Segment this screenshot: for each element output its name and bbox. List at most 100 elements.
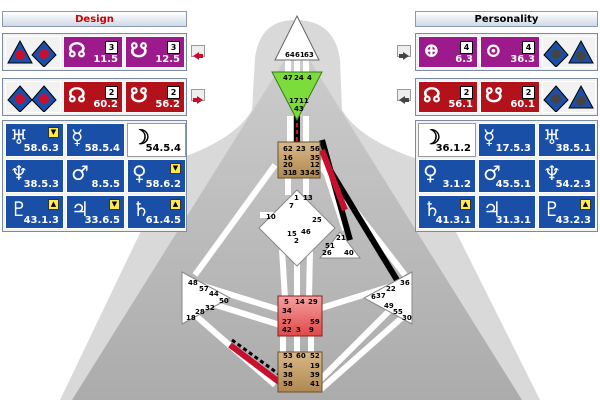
gate-label: 11 <box>299 97 309 105</box>
planet-cell[interactable]: ♄▲41.3.1 <box>418 195 476 229</box>
personality-node-icon-cell[interactable] <box>542 36 596 68</box>
planet-value: 8.5.5 <box>91 179 120 190</box>
personality-node-cell[interactable]: ⊙ 4 36.3 <box>480 36 540 68</box>
planet-value: 58.6.2 <box>145 179 181 190</box>
planet-icon: ♆ <box>10 161 28 185</box>
node-icon: ⊕ <box>423 38 440 62</box>
planet-value: 38.5.1 <box>555 143 591 154</box>
gate-label: 24 <box>294 74 304 82</box>
gate-label: 55 <box>393 308 403 316</box>
planet-cell[interactable]: ♀ ▼ 58.6.2 <box>127 159 186 193</box>
planet-cell[interactable]: ♅▼58.6.3 <box>5 123 64 157</box>
planet-cell[interactable]: ☽54.5.4 <box>127 123 186 157</box>
node-value: 36.3 <box>510 54 535 65</box>
planet-cell[interactable]: ☽36.1.2 <box>418 123 476 157</box>
planet-cell[interactable]: ♆54.2.3 <box>538 159 596 193</box>
planet-cell[interactable]: ☿17.5.3 <box>478 123 536 157</box>
gate-label: 53 <box>283 352 293 360</box>
design-node-icon-cell[interactable] <box>5 36 61 68</box>
line-badge: 2 <box>522 86 535 99</box>
heart-center[interactable] <box>318 231 362 259</box>
planet-value: 41.3.1 <box>435 215 471 226</box>
personality-arrow-left-icon[interactable] <box>397 89 411 104</box>
planet-value: 54.5.4 <box>145 143 181 154</box>
gate-label: 63 <box>304 51 314 59</box>
design-node-cell[interactable]: ☊ 3 11.5 <box>63 36 123 68</box>
planet-cell[interactable]: ♅38.5.1 <box>538 123 596 157</box>
gate-label: 57 <box>199 285 209 293</box>
node-icon: ☊ <box>423 83 441 107</box>
planet-cell[interactable]: ♃31.3.1 <box>478 195 536 229</box>
personality-node-cell[interactable]: ☊ 2 56.1 <box>418 81 478 113</box>
gate-label: 9 <box>309 326 314 334</box>
planet-cell[interactable]: ♀3.1.2 <box>418 159 476 193</box>
line-badge: 3 <box>167 41 180 54</box>
planet-cell[interactable]: ♂8.5.5 <box>66 159 125 193</box>
gate-label: 32 <box>205 304 215 312</box>
personality-arrow-right-icon[interactable] <box>397 45 411 60</box>
design-node-cell[interactable]: ☊ 2 60.2 <box>63 81 123 113</box>
gate-label: 59 <box>310 318 320 326</box>
personality-node-icon-cell[interactable] <box>542 81 596 113</box>
gate-label: 14 <box>295 298 305 306</box>
planet-cell[interactable]: ♃▼33.6.5 <box>66 195 125 229</box>
planet-value: 45.5.1 <box>495 179 531 190</box>
planet-icon: ☽ <box>132 125 150 149</box>
gate-label: 23 <box>296 145 306 153</box>
gate-label: 52 <box>310 352 320 360</box>
gate-label: 7 <box>289 202 294 210</box>
planet-cell[interactable]: ☿58.5.4 <box>66 123 125 157</box>
planet-cell[interactable]: ♇▲43.2.3 <box>538 195 596 229</box>
planet-icon: ♀ <box>132 161 147 185</box>
head-center[interactable] <box>274 14 320 61</box>
gate-label: 20 <box>283 161 293 169</box>
design-arrow-right-icon[interactable] <box>191 89 205 104</box>
gate-label: 61 <box>295 51 305 59</box>
gate-label: 13 <box>303 194 313 202</box>
gate-label: 46 <box>301 228 311 236</box>
line-badge: 3 <box>105 41 118 54</box>
personality-planets-grid: ☽36.1.2☿17.5.3♅38.5.1 ♀3.1.2♂45.5.1♆54.2.… <box>415 120 598 232</box>
gate-label: 58 <box>283 380 293 388</box>
node-value: 11.5 <box>93 54 118 65</box>
arrow-icon: ▲ <box>170 199 181 210</box>
personality-node-cell[interactable]: ☋ 2 60.1 <box>480 81 540 113</box>
planet-value: 17.5.3 <box>495 143 531 154</box>
planet-cell[interactable]: ♆38.5.3 <box>5 159 64 193</box>
arrow-icon: ▼ <box>170 163 181 174</box>
solar-plexus-center[interactable] <box>362 271 413 325</box>
planet-value: 58.5.4 <box>84 143 120 154</box>
gate-label: 37 <box>376 292 386 300</box>
arrow-icon: ▲ <box>460 199 471 210</box>
spleen-center[interactable] <box>181 271 232 325</box>
planet-cell[interactable]: ♄▲61.4.5 <box>127 195 186 229</box>
design-node-cell[interactable]: ☋ 2 56.2 <box>125 81 185 113</box>
gate-label: 25 <box>312 216 322 224</box>
gate-label: 29 <box>308 298 318 306</box>
root-center[interactable] <box>277 351 323 393</box>
personality-nodes-mid: ☊ 2 56.1 ☋ 2 60.1 <box>415 78 598 116</box>
throat-center[interactable] <box>277 141 321 179</box>
ajna-center[interactable] <box>271 71 323 122</box>
design-node-cell[interactable]: ☋ 3 12.5 <box>125 36 185 68</box>
design-arrow-left-icon[interactable] <box>191 45 205 60</box>
gate-label: 28 <box>195 308 205 316</box>
sacral-center[interactable] <box>277 295 323 337</box>
gate-label: 51 <box>325 242 335 250</box>
gate-label: 10 <box>266 213 276 221</box>
design-node-icon-cell[interactable] <box>5 81 61 113</box>
planet-cell[interactable]: ♇▲43.1.3 <box>5 195 64 229</box>
planet-cell[interactable]: ♂45.5.1 <box>478 159 536 193</box>
personality-node-cell[interactable]: ⊕ 4 6.3 <box>418 36 478 68</box>
planet-value: 31.3.1 <box>495 215 531 226</box>
gate-label: 36 <box>400 279 410 287</box>
gate-label: 26 <box>322 249 332 257</box>
gate-label: 33 <box>300 169 310 177</box>
g-center[interactable] <box>258 189 336 267</box>
line-badge: 2 <box>460 86 473 99</box>
planet-value: 43.1.3 <box>23 215 59 226</box>
gate-label: 8 <box>292 169 297 177</box>
node-icon: ☊ <box>68 83 86 107</box>
